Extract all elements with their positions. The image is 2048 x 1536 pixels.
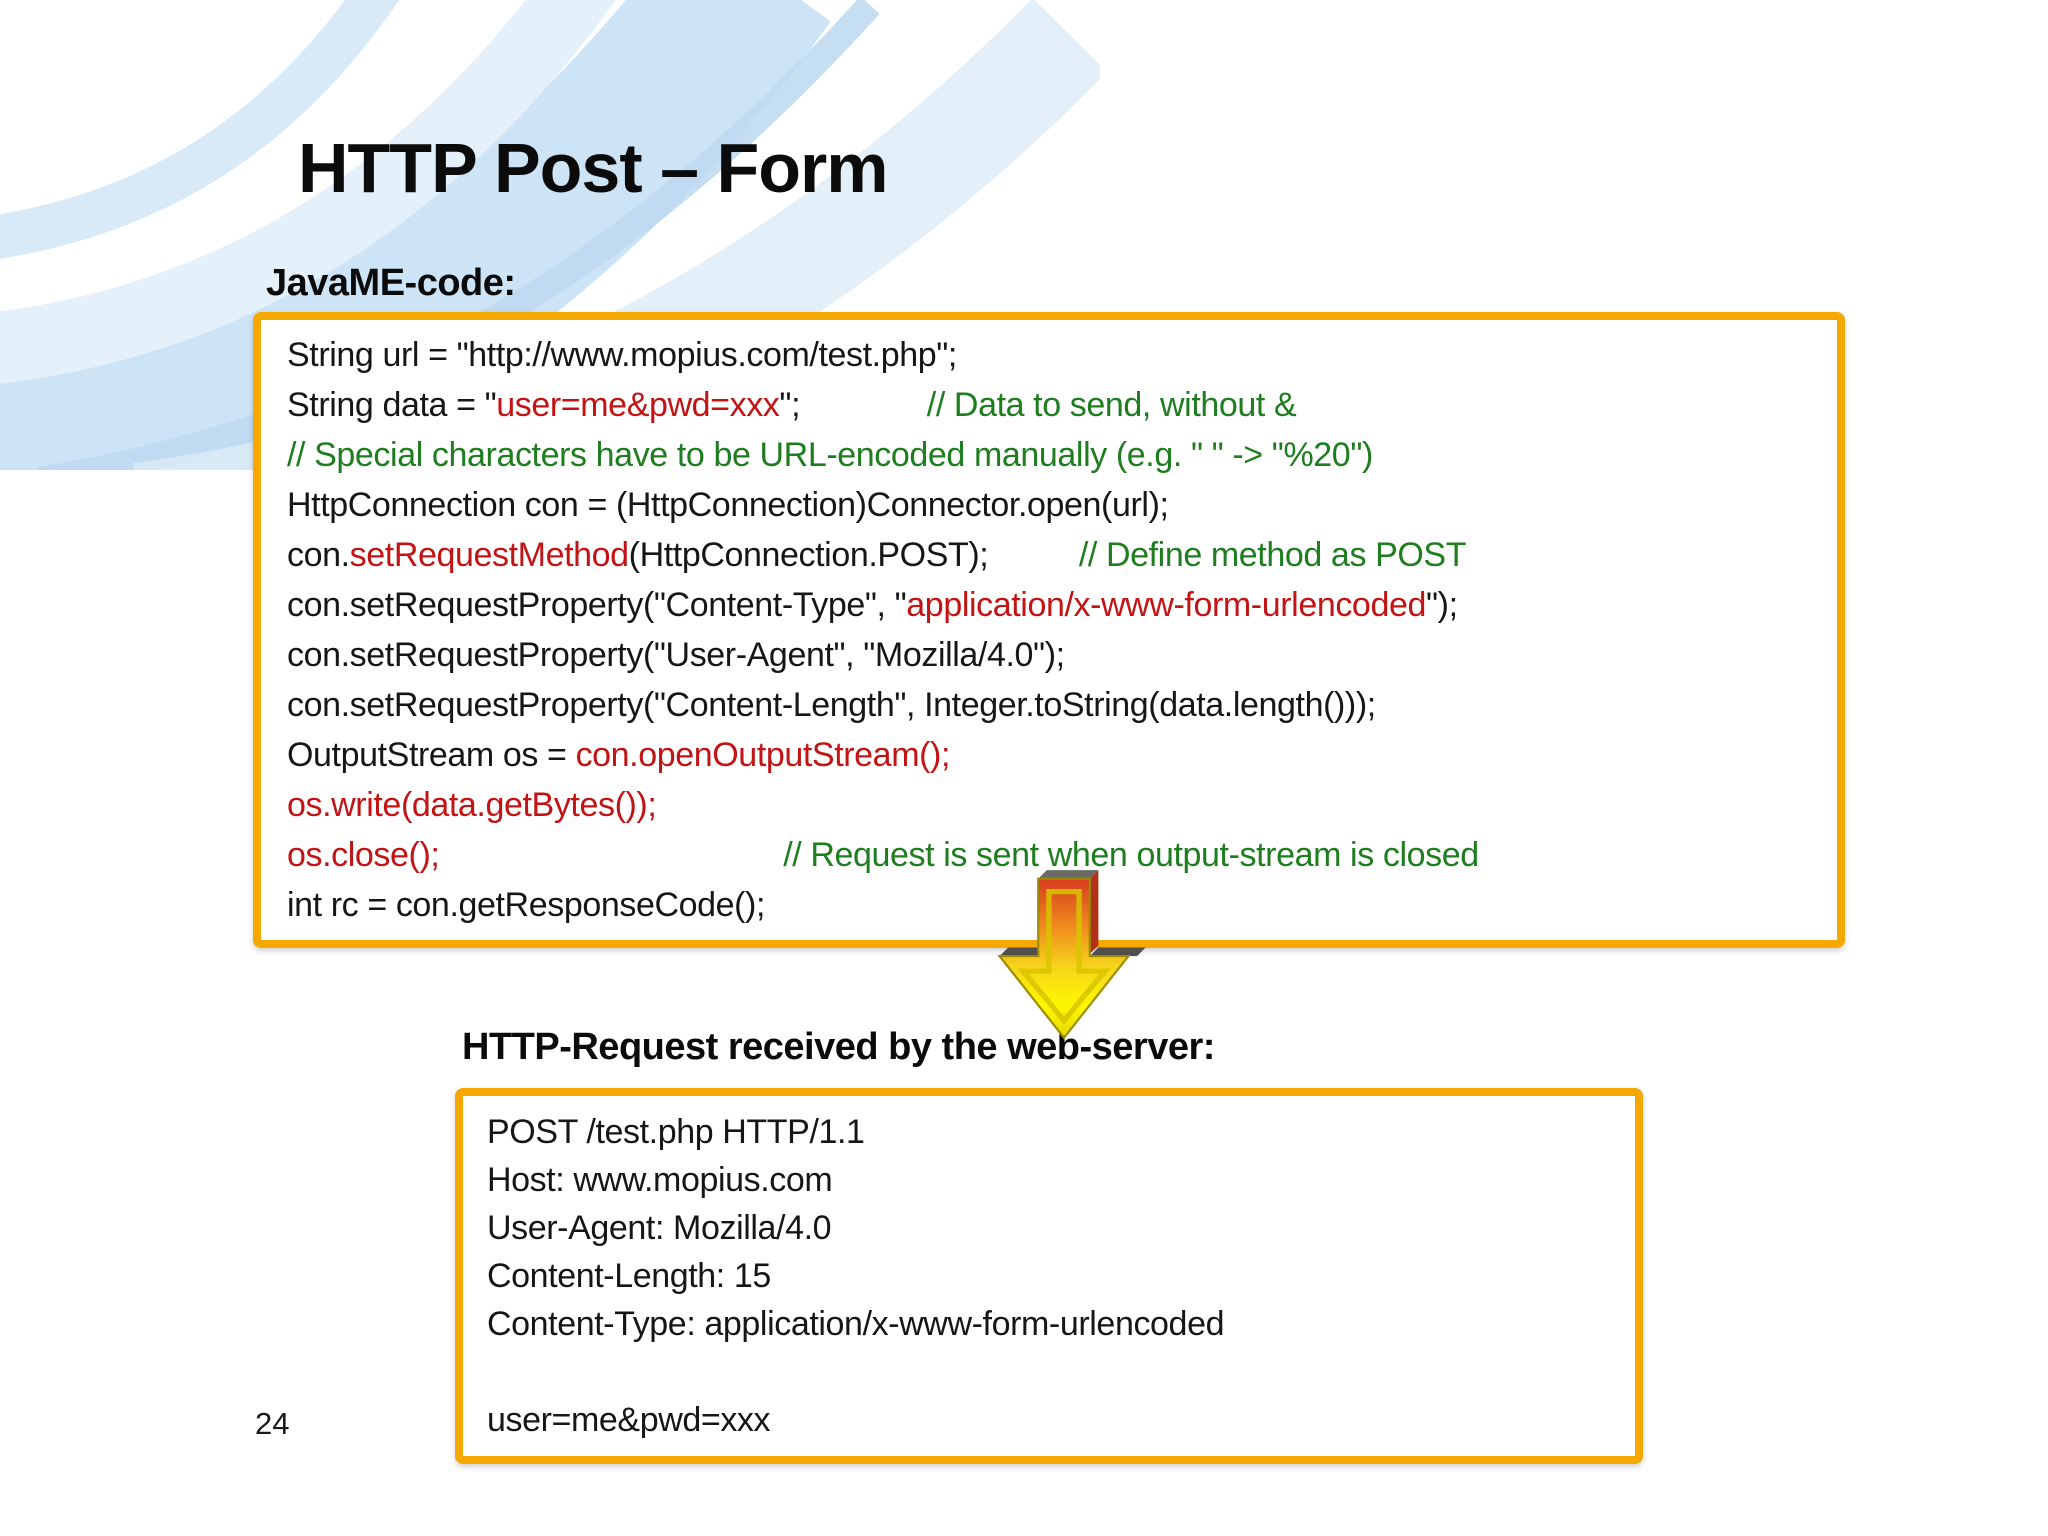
code-segment: // Special characters have to be URL-enc… [287,436,1373,474]
code-segment: user=me&pwd=xxx [496,386,780,424]
code-segment: "; [779,386,927,424]
code-segment: String data = " [287,386,497,424]
request-line: User-Agent: Mozilla/4.0 [487,1209,832,1247]
code-segment: // Data to send, without & [926,386,1297,424]
request-line: POST /test.php HTTP/1.1 [487,1113,865,1151]
request-line: Content-Length: 15 [487,1257,771,1295]
code-segment: // Request is sent when output-stream is… [783,836,1479,874]
javame-code-label: JavaME-code: [266,262,516,304]
code-segment: int rc = con.getResponseCode(); [287,886,766,924]
http-request-label: HTTP-Request received by the web-server: [462,1026,1215,1068]
request-line: Content-Type: application/x-www-form-url… [487,1305,1225,1343]
request-line: user=me&pwd=xxx [487,1401,771,1439]
code-line: con.setRequestProperty("Content-Type", "… [287,580,1811,630]
code-line: String url = "http://www.mopius.com/test… [287,330,1811,380]
code-segment: con. [287,536,350,574]
code-segment: os.close(); [287,836,440,874]
code-segment: con.setRequestProperty("User-Agent", "Mo… [287,636,1065,674]
code-line: os.write(data.getBytes()); [287,780,1811,830]
code-segment: os.write(data.getBytes()); [287,786,657,824]
code-line: con.setRequestMethod(HttpConnection.POST… [287,530,1811,580]
code-segment: // Define method as POST [1078,536,1467,574]
request-line: Host: www.mopius.com [487,1161,833,1199]
code-segment: (HttpConnection.POST); [628,536,1079,574]
code-segment: setRequestMethod [349,536,629,574]
code-line: os.close(); // Request is sent when outp… [287,830,1811,880]
code-segment [439,836,783,874]
code-line: String data = "user=me&pwd=xxx"; // Data… [287,380,1811,430]
code-line: // Special characters have to be URL-enc… [287,430,1811,480]
code-segment: OutputStream os = [287,736,576,774]
slide-title: HTTP Post – Form [298,129,888,207]
code-line: OutputStream os = con.openOutputStream()… [287,730,1811,780]
code-line: int rc = con.getResponseCode(); [287,880,1811,930]
down-arrow-icon [978,868,1150,1058]
code-segment: con.setRequestProperty("Content-Length",… [287,686,1376,724]
code-segment: "); [1425,586,1458,624]
code-line: HttpConnection con = (HttpConnection)Con… [287,480,1811,530]
code-line: con.setRequestProperty("Content-Length",… [287,680,1811,730]
request-line [487,1348,1611,1396]
code-line: con.setRequestProperty("User-Agent", "Mo… [287,630,1811,680]
code-segment: con.setRequestProperty("Content-Type", " [287,586,907,624]
page-number: 24 [255,1406,290,1441]
code-segment: HttpConnection con = (HttpConnection)Con… [287,486,1169,524]
javame-code-box: String url = "http://www.mopius.com/test… [253,312,1845,948]
code-segment: con.openOutputStream(); [575,736,951,774]
code-segment: application/x-www-form-urlencoded [906,586,1426,624]
code-segment: String url = "http://www.mopius.com/test… [287,336,957,374]
javame-code-lines: String url = "http://www.mopius.com/test… [287,330,1811,930]
